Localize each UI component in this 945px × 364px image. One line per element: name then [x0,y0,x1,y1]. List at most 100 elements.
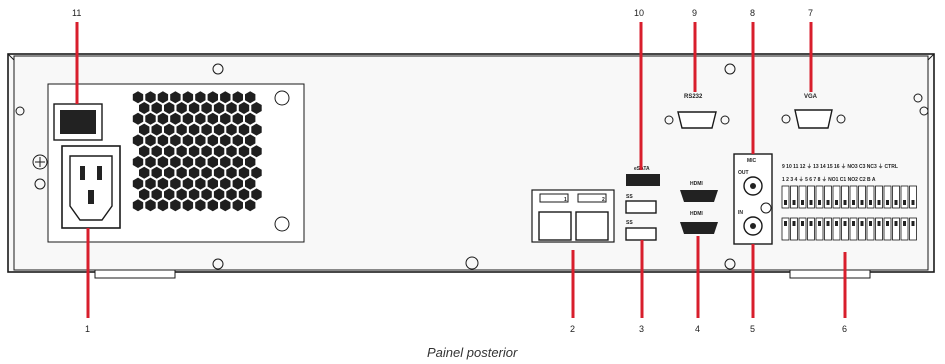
vga-port[interactable]: VGA [781,94,846,129]
terminal-pin[interactable] [892,185,900,209]
svg-text:3: 3 [639,324,644,334]
terminal-pin[interactable] [824,185,832,209]
fan-hole [195,156,206,168]
fan-hole [195,112,206,125]
svg-text:OUT: OUT [738,170,749,176]
fan-hole [157,134,169,147]
callout-5: 5 [750,244,755,334]
fan-hole [170,199,181,212]
fan-hole [251,145,262,158]
fan-hole [232,91,243,104]
fan-hole [145,91,156,104]
svg-text:SS: SS [626,194,633,200]
fan-hole [232,134,243,147]
fan-hole [188,166,200,179]
terminal-pin[interactable] [866,185,875,209]
fan-hole [176,102,187,114]
fan-hole [176,188,187,201]
fan-hole [232,199,243,212]
fan-hole [188,123,200,136]
terminal-pin[interactable] [790,185,798,209]
terminal-screw-icon [852,221,855,226]
svg-text:VGA: VGA [804,94,818,100]
fan-hole [182,91,194,104]
terminal-pin[interactable] [875,217,883,241]
fan-hole [251,123,262,136]
fan-hole [182,199,194,212]
svg-text:10: 10 [634,8,644,18]
fan-grille [132,91,262,212]
terminal-pin[interactable] [781,185,790,209]
ground-screw-icon [32,154,48,170]
svg-text:HDMI: HDMI [690,181,703,187]
terminal-pin[interactable] [832,185,841,209]
lan-port-2[interactable] [575,211,609,241]
terminal-pin[interactable] [909,185,917,209]
hdmi-port-1[interactable] [680,190,718,202]
terminal-pin[interactable] [841,217,849,241]
terminal-pin[interactable] [841,185,849,209]
terminal-pin[interactable] [883,217,892,241]
terminal-screw-icon [877,221,881,226]
terminal-pin[interactable] [892,217,900,241]
svg-text:7: 7 [808,8,813,18]
fan-hole [207,199,218,212]
terminal-pin[interactable] [807,185,815,209]
ground-symbol-icon [34,178,46,190]
terminal-screw-icon [826,221,830,226]
terminal-pin[interactable] [815,217,824,241]
terminal-screw-icon [903,221,906,226]
terminal-screw-icon [835,200,838,205]
terminal-pin[interactable] [849,185,858,209]
terminal-pin[interactable] [883,185,892,209]
fan-hole [151,102,162,114]
fan-hole [226,188,237,201]
fan-hole [157,156,169,168]
terminal-pin[interactable] [790,217,798,241]
terminal-pin[interactable] [900,217,909,241]
fan-hole [207,156,218,168]
fan-hole [195,199,206,212]
terminal-pin[interactable] [909,217,917,241]
terminal-screw-icon [835,221,838,226]
terminal-pin[interactable] [858,185,866,209]
terminal-pin[interactable] [900,185,909,209]
terminal-pin[interactable] [824,217,832,241]
fan-hole [220,91,231,104]
terminal-pin[interactable] [849,217,858,241]
lan-port-1[interactable] [538,211,572,241]
fan-hole [151,166,162,179]
callouts: 11 1 2 3 4 5 6 10 9 8 7 [72,8,847,334]
terminal-screw-icon [860,221,864,226]
callout-8: 8 [750,8,755,154]
terminal-screw-icon [886,221,889,226]
fan-hole [213,102,225,114]
fan-hole [207,177,218,190]
terminal-pin[interactable] [815,185,824,209]
callout-7: 7 [808,8,813,92]
usb-port-2[interactable] [625,227,657,241]
esata-port[interactable] [626,174,660,186]
mic-audio-ports: MIC OUT IN [733,153,773,245]
fan-hole [139,188,150,201]
fan-hole [139,102,150,114]
terminal-pin[interactable] [866,217,875,241]
fan-hole [220,177,231,190]
alarm-terminal-block[interactable]: 9 10 11 12 ⏚ 13 14 15 16 ⏚ NO3 C3 NC3 ⏚ … [781,163,917,241]
fan-hole [201,102,212,114]
rs232-port[interactable]: RS232 [664,94,730,129]
fan-hole [251,102,262,114]
terminal-pin[interactable] [781,217,790,241]
fan-hole [151,123,162,136]
terminal-pin[interactable] [798,217,807,241]
terminal-pin[interactable] [858,217,866,241]
terminal-pin[interactable] [798,185,807,209]
terminal-pin[interactable] [875,185,883,209]
terminal-pin[interactable] [832,217,841,241]
terminal-screw-icon [801,200,804,205]
terminal-pin[interactable] [807,217,815,241]
fan-hole [195,177,206,190]
lan-ports[interactable]: 1 2 [531,189,615,243]
hdmi-port-2[interactable] [680,222,718,234]
usb-port-1[interactable] [625,200,657,214]
